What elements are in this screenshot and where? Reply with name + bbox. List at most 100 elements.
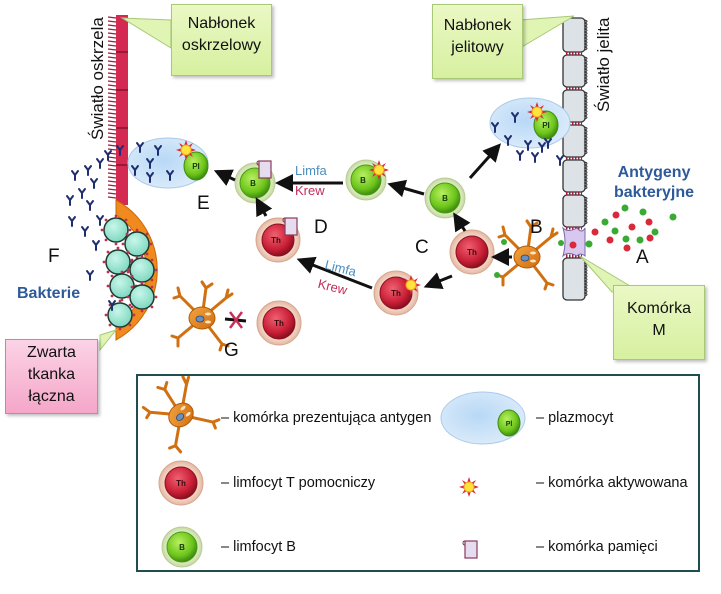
antigen-red-dot (591, 228, 599, 236)
enterocyte (562, 257, 586, 301)
step-letter-e: E (197, 193, 210, 214)
cilium (107, 80, 117, 83)
cilium (107, 196, 117, 199)
svg-text:Pl: Pl (506, 421, 513, 428)
svg-text:Th: Th (176, 479, 186, 488)
plasma-cell-right (489, 97, 571, 166)
cilium (107, 116, 117, 119)
antigen-green-dot (601, 218, 609, 226)
legend-label-th: – limfocyt T pomocniczy (221, 475, 376, 491)
antigen-presenting-cell-b (494, 219, 564, 291)
b-cell-icon: B (161, 526, 203, 568)
cilium (107, 36, 117, 39)
antigen-presenting-cell-g (170, 280, 234, 352)
step-letter-f: F (48, 246, 60, 267)
cilium (107, 184, 117, 187)
cilium (107, 168, 117, 171)
legend-label-b: – limfocyt B (221, 539, 296, 555)
activated-cell-icon (458, 476, 480, 498)
intestine-lumen-label: Światło jelita (594, 17, 613, 113)
legend-icons: Th B Pl (138, 376, 526, 568)
antigen-red-dot (628, 223, 636, 231)
cilium (107, 148, 117, 151)
bacterial-antigens (569, 204, 677, 252)
cilium (107, 40, 117, 43)
svg-text:B: B (179, 543, 185, 552)
flow-arrows (213, 143, 512, 290)
route-lymph-upper: Limfa (295, 163, 327, 178)
cilium (107, 56, 117, 59)
cilium (107, 68, 117, 71)
helper-t-cell-icon: Th (158, 460, 204, 506)
cilium (107, 164, 117, 167)
bronchial-epithelium (107, 15, 128, 205)
cilium (107, 28, 117, 31)
cilium (107, 124, 117, 127)
microvilli (583, 91, 588, 120)
antigen-red-dot (645, 218, 653, 226)
b-label: B (250, 179, 256, 188)
blocked-arrow (224, 311, 247, 329)
enterocyte (562, 159, 586, 193)
plasma-cell-left (127, 137, 209, 189)
antigen-red-dot (623, 244, 631, 252)
cilium (107, 120, 117, 123)
cilium (107, 92, 117, 95)
intestinal-epithelium (562, 17, 588, 301)
cilium (107, 44, 117, 47)
microvilli (583, 161, 588, 190)
step-letter-c: C (415, 237, 429, 258)
step-letter-b: B (530, 217, 543, 238)
cilium (107, 128, 117, 131)
enterocyte (562, 54, 586, 88)
cilium (107, 64, 117, 67)
microvilli (583, 196, 588, 225)
legend-label-memory: – komórka pamięci (536, 539, 658, 555)
cilium (107, 52, 117, 55)
legend-label-plasma: – plazmocyt (536, 410, 614, 426)
cilium (107, 136, 117, 139)
cilium (107, 76, 117, 79)
route-blood-upper: Krew (295, 183, 325, 198)
microvilli (583, 19, 588, 51)
microvilli (583, 259, 588, 297)
step-letter-d: D (314, 217, 328, 238)
cilium (107, 108, 117, 111)
cilium (107, 172, 117, 175)
antigen-red-dot (606, 236, 614, 244)
cilium (107, 32, 117, 35)
bacteria-label: Bakterie (17, 285, 81, 302)
antigen-green-dot (611, 227, 619, 235)
enterocyte (562, 124, 586, 158)
cilium (107, 48, 117, 51)
bronchus-lumen-label: Światło oskrzela (88, 17, 107, 140)
cilium (107, 156, 117, 159)
cilium (107, 112, 117, 115)
th-label: Th (274, 319, 284, 328)
antigen-red-dot (569, 241, 577, 249)
cilium (107, 100, 117, 103)
antigen-green-dot (639, 208, 647, 216)
legend-label-apc: – komórka prezentująca antygen (221, 410, 432, 426)
memory-cell-icon (462, 540, 478, 559)
cilium (107, 132, 117, 135)
cilium (107, 88, 117, 91)
antigen-green-dot (621, 204, 629, 212)
cilium (107, 160, 117, 163)
cilium (107, 192, 117, 195)
cilium (107, 96, 117, 99)
th-label: Th (271, 236, 281, 245)
legend: Th B Pl – komórka prezentująca antygen –… (136, 374, 700, 572)
pl-label: Pl (192, 162, 200, 171)
cilium (107, 104, 117, 107)
cilium (107, 16, 117, 19)
enterocyte (562, 17, 586, 53)
cilium (107, 24, 117, 27)
step-letter-a: A (636, 247, 649, 268)
cilium (107, 180, 117, 183)
antigen-green-dot (585, 240, 593, 248)
